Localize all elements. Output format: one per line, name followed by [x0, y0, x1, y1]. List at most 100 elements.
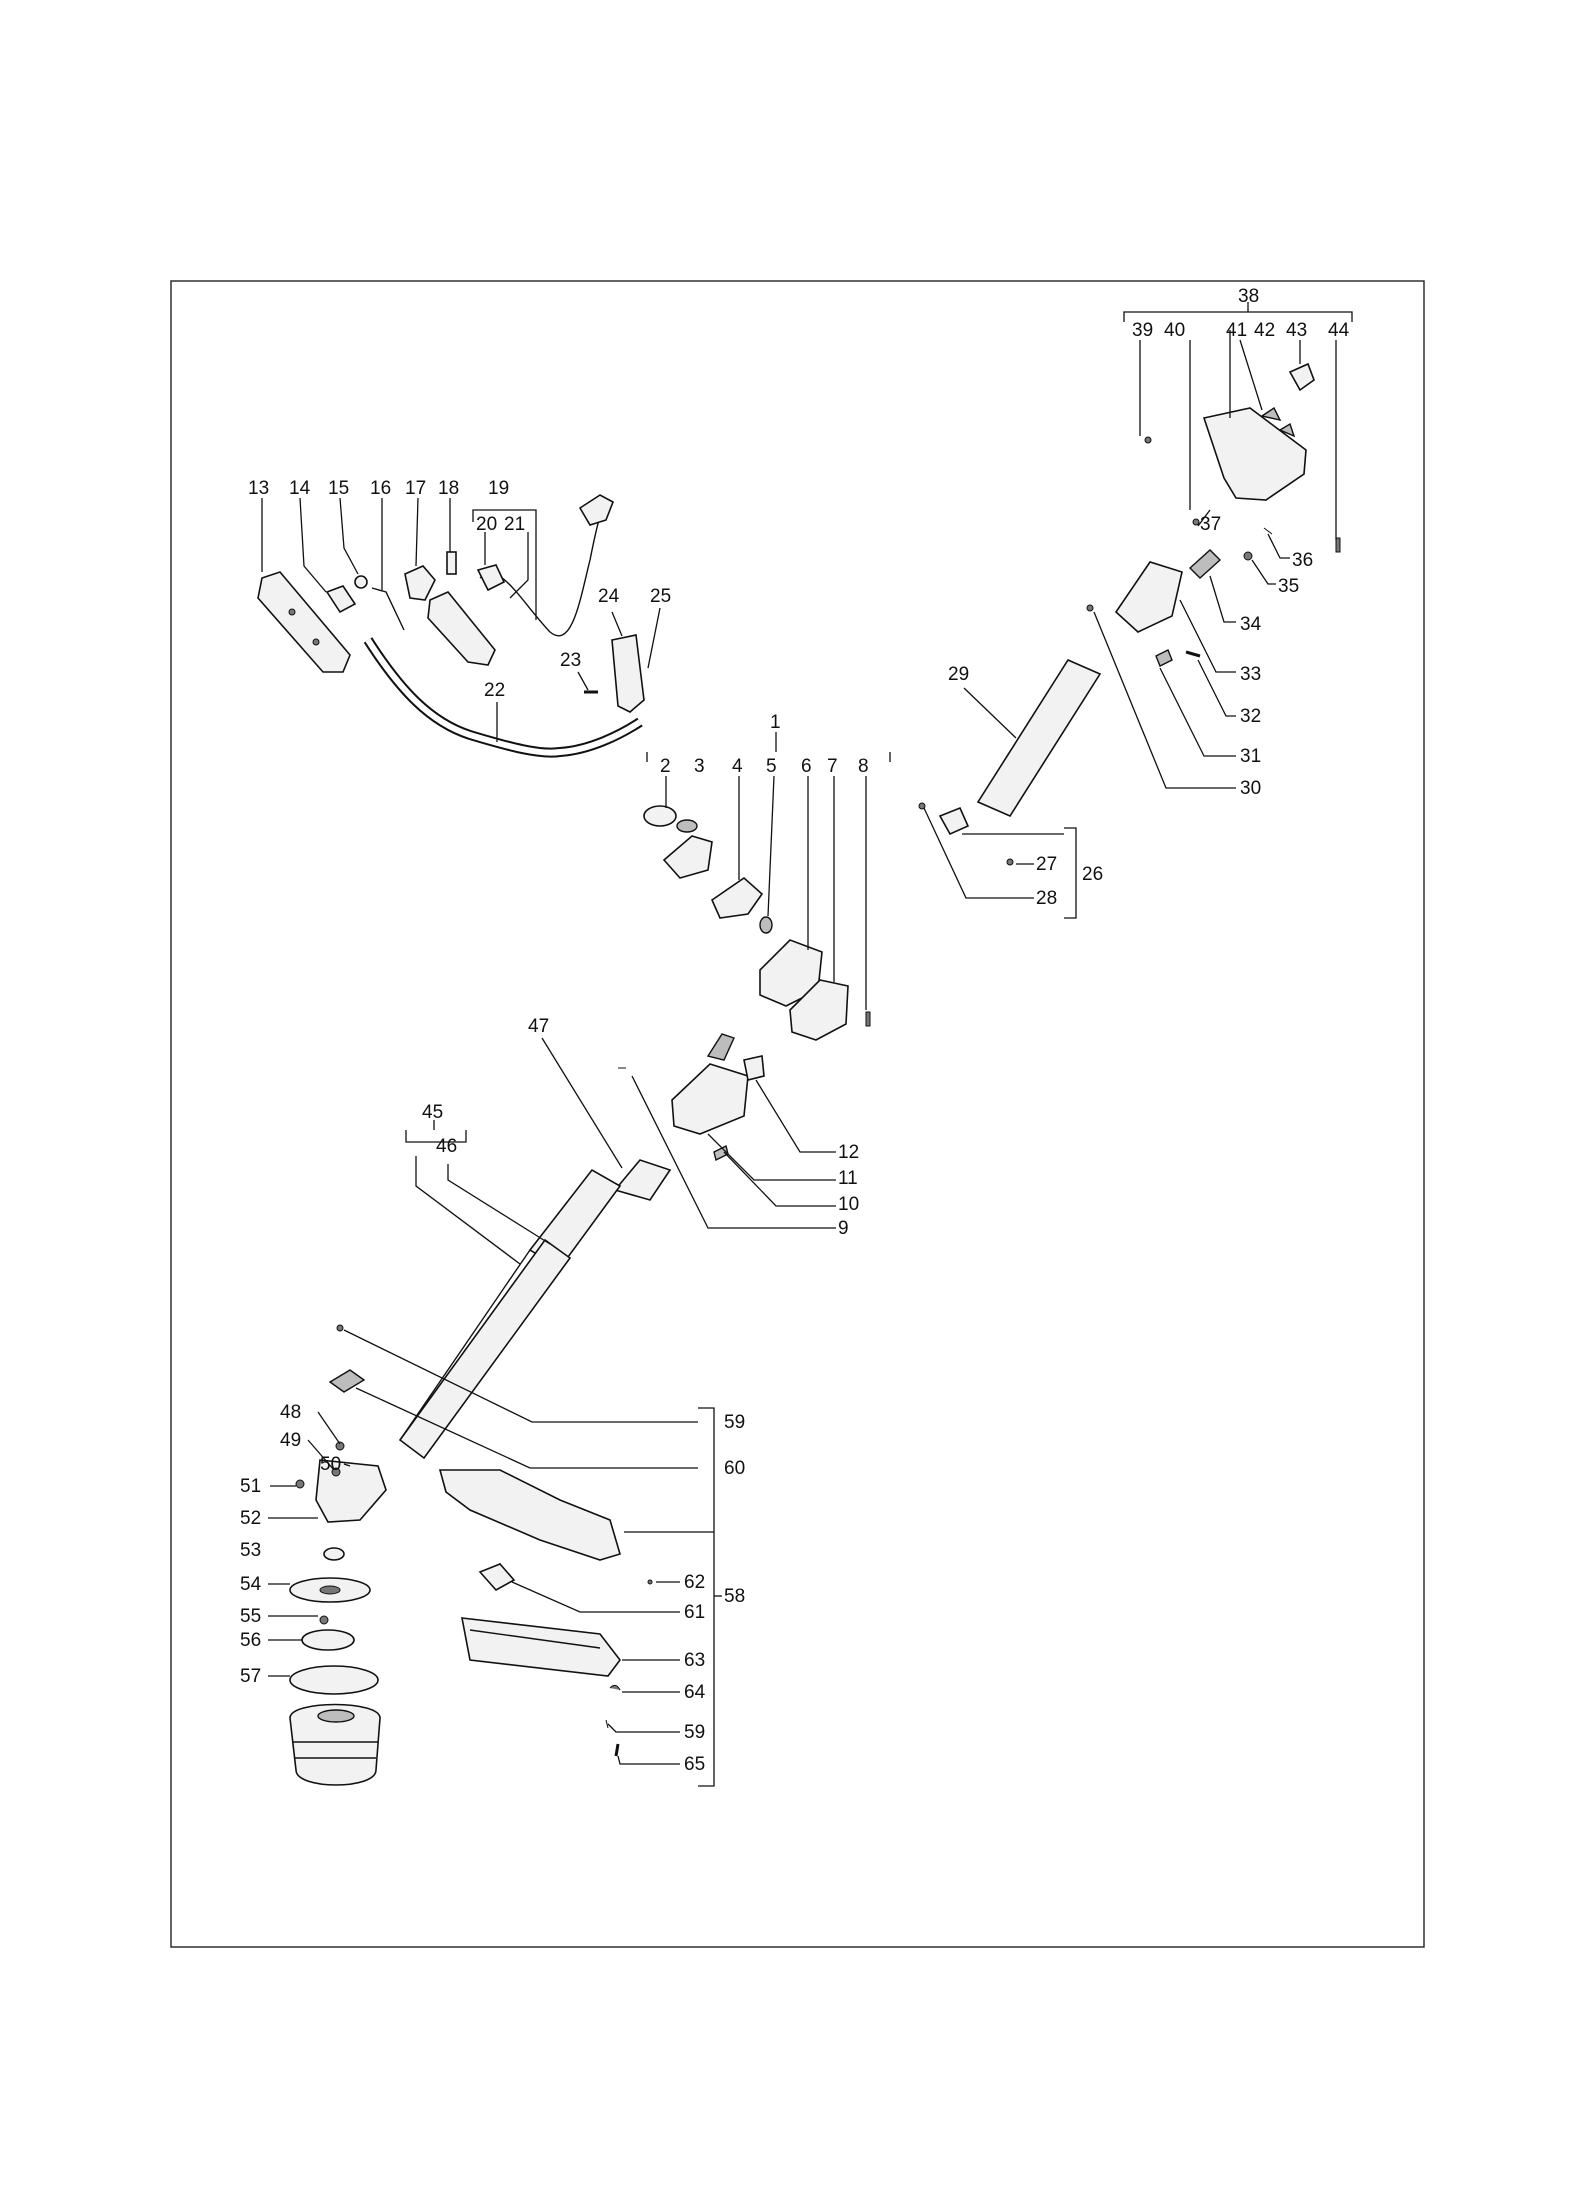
- label-26: 26: [1082, 864, 1103, 885]
- part-37: [1192, 518, 1200, 526]
- label-10: 10: [838, 1194, 859, 1215]
- label-62: 62: [684, 1572, 705, 1593]
- label-28: 28: [1036, 888, 1057, 909]
- leader-9: [631, 1075, 836, 1229]
- leader-10: [723, 1151, 836, 1207]
- label-16: 16: [370, 478, 391, 499]
- part-19-cable: [479, 504, 611, 637]
- label-41: 41: [1226, 320, 1247, 341]
- label-8: 8: [858, 756, 869, 777]
- leader-61: [511, 1581, 680, 1613]
- leader-60: [355, 1387, 698, 1469]
- label-13: 13: [248, 478, 269, 499]
- label-20: 20: [476, 514, 497, 535]
- leader-36: [1267, 533, 1290, 559]
- part-trimmer-head: [289, 1703, 381, 1786]
- part-44-screw: [1335, 537, 1341, 553]
- part-38-handle: [1202, 407, 1307, 501]
- part-11-housing: [671, 1063, 749, 1135]
- part-55: [319, 1615, 329, 1625]
- leader-12: [755, 1079, 836, 1153]
- label-18: 18: [438, 478, 459, 499]
- label-49: 49: [280, 1430, 301, 1451]
- part-12: [743, 1055, 765, 1081]
- leader-17: [415, 497, 419, 567]
- leader-14: [299, 497, 327, 593]
- bracket-26: [1064, 827, 1077, 919]
- label-9: 9: [838, 1218, 849, 1239]
- part-15: [354, 575, 368, 589]
- part-59b: [605, 1719, 609, 1729]
- label-61: 61: [684, 1602, 705, 1623]
- leader-45: [415, 1156, 521, 1265]
- label-58: 58: [724, 1586, 745, 1607]
- part-57: [289, 1665, 379, 1695]
- leader-11: [707, 1133, 836, 1181]
- part-32: [1185, 650, 1201, 658]
- part-63-teeth: [469, 1629, 601, 1649]
- label-47: 47: [528, 1016, 549, 1037]
- label-34: 34: [1240, 614, 1262, 635]
- label-3: 3: [694, 756, 705, 777]
- label-17: 17: [405, 478, 426, 499]
- part-4: [710, 876, 764, 919]
- part-60: [328, 1369, 366, 1393]
- label-6: 6: [801, 756, 812, 777]
- leader-41: [1239, 339, 1263, 411]
- label-4: 4: [732, 756, 743, 777]
- label-5: 5: [766, 756, 777, 777]
- part-29-tube: [976, 658, 1102, 818]
- part-18-handle: [427, 591, 496, 666]
- part-43: [1288, 362, 1315, 392]
- part-61: [478, 1563, 516, 1592]
- leader-47: [541, 1037, 623, 1169]
- label-2: 2: [660, 756, 671, 777]
- part-42: [1278, 422, 1296, 438]
- part-31: [1155, 649, 1173, 667]
- part-28: [918, 802, 926, 810]
- part-62: [647, 1579, 653, 1585]
- leader-21: [509, 532, 529, 599]
- label-57: 57: [240, 1666, 261, 1687]
- part-64: [609, 1684, 621, 1691]
- label-65: 65: [684, 1754, 705, 1775]
- part-2: [643, 805, 677, 827]
- label-32: 32: [1240, 706, 1261, 727]
- diagram-frame: [170, 280, 1425, 1948]
- part-34: [1188, 549, 1222, 579]
- leader-28: [923, 807, 1034, 899]
- label-33: 33: [1240, 664, 1261, 685]
- label-24: 24: [598, 586, 620, 607]
- bracket-58: [698, 1407, 715, 1787]
- label-19: 19: [488, 478, 509, 499]
- part-36: [1263, 527, 1273, 535]
- label-39: 39: [1132, 320, 1153, 341]
- part-22-handlebar-inner: [365, 638, 642, 756]
- part-26-clamp: [938, 806, 970, 836]
- label-23: 23: [560, 650, 581, 671]
- leader-65: [617, 1755, 680, 1765]
- label-35: 35: [1278, 576, 1299, 597]
- leader-5: [767, 775, 775, 917]
- part-19-connector: [578, 494, 615, 526]
- leader-23: [577, 671, 589, 691]
- part-11-top: [706, 1033, 735, 1061]
- part-trimmer-head-top: [317, 1709, 355, 1723]
- part-59: [336, 1324, 344, 1332]
- label-38: 38: [1238, 286, 1259, 307]
- label-22: 22: [484, 680, 505, 701]
- label-48: 48: [280, 1402, 301, 1423]
- label-56: 56: [240, 1630, 261, 1651]
- label-21: 21: [504, 514, 525, 535]
- label-25: 25: [650, 586, 671, 607]
- part-14: [325, 585, 357, 614]
- part-21: [476, 564, 506, 592]
- leader-59: [343, 1329, 698, 1423]
- part-8-screw: [865, 1011, 871, 1027]
- label-52: 52: [240, 1508, 261, 1529]
- part-13-hole-2: [312, 638, 320, 646]
- part-56: [301, 1629, 355, 1651]
- label-45: 45: [422, 1102, 443, 1123]
